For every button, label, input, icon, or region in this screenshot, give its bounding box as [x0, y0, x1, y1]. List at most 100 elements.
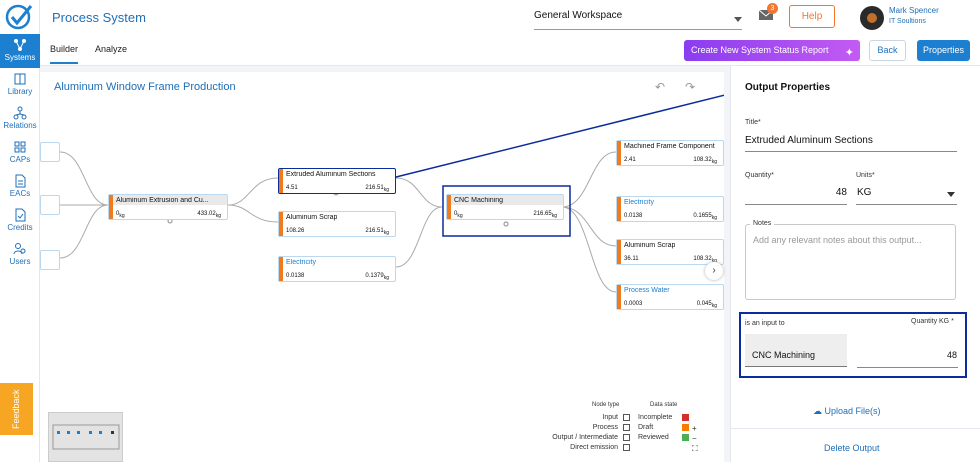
- library-icon: [13, 72, 27, 86]
- workspace-value: General Workspace: [534, 10, 622, 21]
- node-cnc-title: CNC Machining: [454, 197, 503, 204]
- quantity-field-underline: [745, 204, 847, 205]
- quantity-field[interactable]: 48: [825, 187, 847, 198]
- nav-item-systems[interactable]: Systems: [0, 34, 40, 68]
- legend-state-incomplete: Incomplete: [638, 414, 672, 421]
- node-extruded-v1: 4.51: [286, 185, 298, 191]
- legend-data-state-header: Data state: [650, 402, 710, 408]
- zoom-out-icon[interactable]: −: [692, 434, 698, 444]
- chevron-down-icon[interactable]: [947, 192, 955, 197]
- process-type-icon: [623, 424, 630, 431]
- emission-type-icon: [623, 444, 630, 451]
- output-type-icon: [623, 434, 630, 441]
- notes-field-label: Notes: [750, 220, 774, 227]
- delete-output-button[interactable]: Delete Output: [824, 443, 880, 453]
- nav-item-users[interactable]: Users: [0, 238, 40, 272]
- nav-label-systems: Systems: [5, 53, 36, 62]
- nav-label-eacs: EACs: [10, 189, 30, 198]
- node-scrap-title: Aluminum Scrap: [286, 214, 337, 221]
- node-electricity-1[interactable]: Electricity 0.0138 0.1379kg: [278, 256, 396, 282]
- legend-state-reviewed: Reviewed: [638, 434, 669, 441]
- process-canvas[interactable]: Aluminum Window Frame Production ↶ ↷: [40, 72, 724, 462]
- units-select[interactable]: KG: [857, 187, 871, 198]
- upload-label: Upload File(s): [825, 406, 881, 416]
- node-extrusion-v2: 433.02kg: [197, 211, 221, 219]
- node-scrap2-v1: 36.11: [624, 256, 639, 262]
- input-to-value: CNC Machining: [752, 350, 815, 360]
- relations-icon: [13, 106, 27, 120]
- stub-node-3[interactable]: [40, 250, 60, 270]
- node-electricity-2[interactable]: Electricity 0.0138 0.1655kg: [616, 196, 724, 222]
- users-icon: [13, 242, 27, 256]
- tab-analyze[interactable]: Analyze: [95, 44, 127, 54]
- node-scrap-v2: 216.51kg: [365, 228, 389, 236]
- node-aluminum-scrap-2[interactable]: Aluminum Scrap 36.11 108.32kg: [616, 239, 724, 265]
- stub-node-1[interactable]: [40, 142, 60, 162]
- help-button[interactable]: Help: [789, 5, 835, 28]
- avatar[interactable]: [860, 6, 884, 30]
- legend-type-process: Process: [528, 424, 618, 431]
- incomplete-swatch: [682, 414, 689, 421]
- nav-label-relations: Relations: [3, 121, 36, 130]
- output-properties-panel: Output Properties Title* Extruded Alumin…: [730, 66, 980, 462]
- node-process-water[interactable]: Process Water 0.0003 0.045kg: [616, 284, 724, 310]
- chevron-right-icon[interactable]: ›: [705, 262, 723, 280]
- mail-count-badge: 3: [767, 3, 778, 14]
- left-nav: Systems Library Relations CAPs EACs Cred…: [0, 0, 40, 462]
- app-title: Process System: [52, 10, 146, 25]
- nav-item-caps[interactable]: CAPs: [0, 136, 40, 170]
- tab-builder[interactable]: Builder: [50, 44, 78, 64]
- fit-view-icon[interactable]: ⛶: [692, 444, 698, 454]
- app-logo-icon[interactable]: [4, 2, 36, 32]
- nav-item-credits[interactable]: Credits: [0, 204, 40, 238]
- nav-label-users: Users: [10, 257, 31, 266]
- node-machined-frame[interactable]: Machined Frame Component 2.41 108.32kg: [616, 140, 724, 166]
- node-extruded-title: Extruded Aluminum Sections: [286, 171, 376, 178]
- node-extruded-sections[interactable]: Extruded Aluminum Sections 4.51 216.51kg: [278, 168, 396, 194]
- minimap-preview: [49, 413, 124, 462]
- eacs-icon: [13, 174, 27, 188]
- node-aluminum-scrap[interactable]: Aluminum Scrap 108.26 216.51kg: [278, 211, 396, 237]
- back-button[interactable]: Back: [869, 40, 906, 61]
- divider: [731, 428, 980, 429]
- node-cnc-machining[interactable]: CNC Machining 0kg 216.65kg: [446, 194, 564, 220]
- nav-label-caps: CAPs: [10, 155, 30, 164]
- node-extruded-v2: 216.51kg: [365, 185, 389, 193]
- draft-swatch: [682, 424, 689, 431]
- properties-button[interactable]: Properties: [917, 40, 970, 61]
- node-water-v1: 0.0003: [624, 301, 642, 307]
- title-field-underline: [745, 151, 957, 152]
- node-water-title: Process Water: [624, 287, 670, 294]
- nav-label-credits: Credits: [7, 223, 32, 232]
- chevron-down-icon: [734, 17, 742, 22]
- stub-node-2[interactable]: [40, 195, 60, 215]
- minimap[interactable]: [48, 412, 123, 462]
- workspace-select[interactable]: General Workspace: [534, 6, 742, 30]
- nav-item-relations[interactable]: Relations: [0, 102, 40, 136]
- node-machined-title: Machined Frame Component: [624, 143, 715, 150]
- toolbar: Builder Analyze Create New System Status…: [40, 36, 980, 66]
- node-electricity-1-v2: 0.1379kg: [365, 273, 389, 281]
- title-field[interactable]: Extruded Aluminum Sections: [745, 135, 873, 146]
- node-scrap-v1: 108.26: [286, 228, 304, 234]
- cloud-upload-icon: ☁: [813, 406, 822, 416]
- upload-button[interactable]: ☁ Upload File(s): [813, 406, 881, 417]
- node-extrusion-title: Aluminum Extrusion and Cu...: [116, 197, 209, 204]
- input-quantity-field[interactable]: 48: [931, 350, 957, 360]
- zoom-controls: + − ⛶: [692, 424, 698, 454]
- input-to-label: is an input to: [745, 320, 785, 327]
- feedback-button[interactable]: Feedback: [0, 383, 33, 435]
- user-name[interactable]: Mark Spencer: [889, 6, 939, 15]
- node-electricity-2-v1: 0.0138: [624, 213, 642, 219]
- node-electricity-2-v2: 0.1655kg: [693, 213, 717, 221]
- node-extrusion[interactable]: Aluminum Extrusion and Cu... 0kg 433.02k…: [108, 194, 228, 220]
- zoom-in-icon[interactable]: +: [692, 424, 698, 434]
- legend-type-output: Output / Intermediate: [508, 434, 618, 441]
- create-report-button[interactable]: Create New System Status Report ✦: [684, 40, 860, 61]
- node-machined-v1: 2.41: [624, 157, 636, 163]
- nav-item-eacs[interactable]: EACs: [0, 170, 40, 204]
- link-arrow: [384, 92, 724, 180]
- nav-label-library: Library: [8, 87, 32, 96]
- nav-item-library[interactable]: Library: [0, 68, 40, 102]
